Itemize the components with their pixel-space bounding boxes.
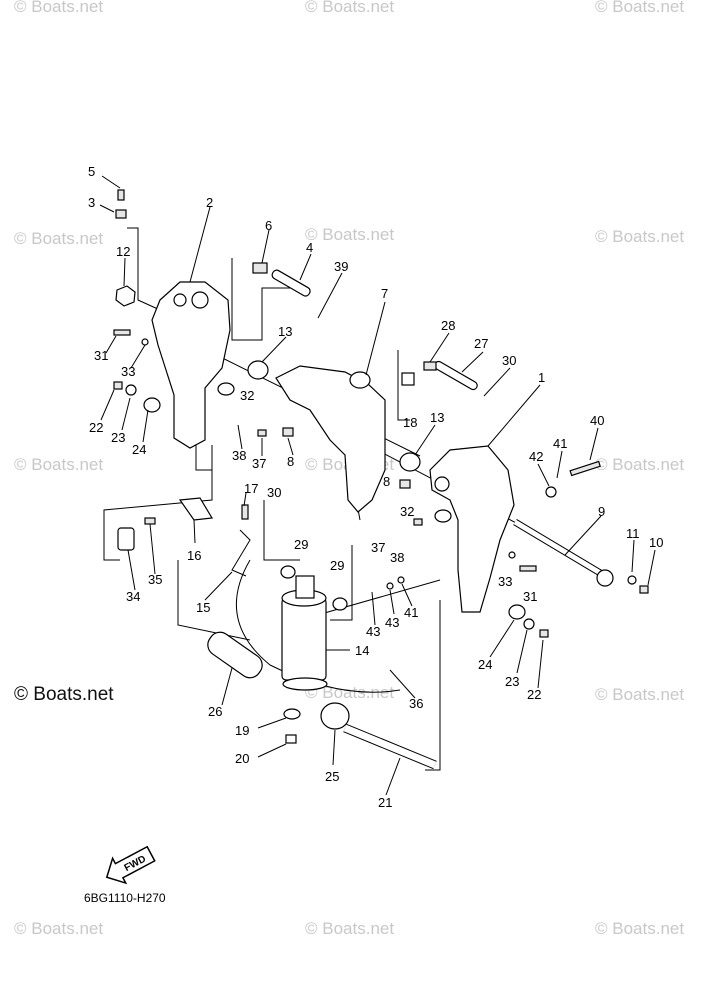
callout-19: 19 [235, 723, 249, 738]
callout-39: 39 [334, 259, 348, 274]
callout-33: 33 [121, 364, 135, 379]
callout-38b: 38 [390, 550, 404, 565]
callout-8: 8 [287, 454, 294, 469]
callout-24: 24 [132, 442, 146, 457]
callout-40: 40 [590, 413, 604, 428]
watermark: © Boats.net [305, 919, 394, 938]
callout-14: 14 [355, 643, 369, 658]
callout-41: 41 [553, 436, 567, 451]
watermark: © Boats.net [14, 0, 103, 16]
callout-13: 13 [278, 324, 292, 339]
callout-8b: 8 [383, 474, 390, 489]
callout-numbers: 5 3 2 12 6 4 39 31 33 13 7 28 27 30 1 22… [88, 164, 663, 810]
callout-13b: 13 [430, 410, 444, 425]
callout-22b: 22 [527, 687, 541, 702]
watermark: © Boats.net [595, 685, 684, 704]
callout-2: 2 [206, 195, 213, 210]
tilt-cylinder [281, 597, 327, 681]
watermark: © Boats.net [595, 227, 684, 246]
watermark: © Boats.net [595, 919, 684, 938]
watermark: © Boats.net [305, 0, 394, 16]
swivel-bracket [275, 365, 386, 513]
diagram-code: 6BG1110-H270 [84, 891, 166, 905]
callout-3: 3 [88, 195, 95, 210]
watermark: © Boats.net [305, 683, 394, 702]
callout-43b: 43 [385, 615, 399, 630]
callout-30b: 30 [267, 485, 281, 500]
callout-42: 42 [529, 449, 543, 464]
callout-25: 25 [325, 769, 339, 784]
callout-43: 43 [366, 624, 380, 639]
callout-27: 27 [474, 336, 488, 351]
callout-36: 36 [409, 696, 423, 711]
watermark: © Boats.net [14, 229, 103, 248]
callout-16: 16 [187, 548, 201, 563]
watermark: © Boats.net [305, 225, 394, 244]
callout-31b: 31 [523, 589, 537, 604]
watermark: © Boats.net [14, 455, 103, 474]
callout-22: 22 [89, 420, 103, 435]
callout-6: 6 [265, 218, 272, 233]
callout-15: 15 [196, 600, 210, 615]
callout-4: 4 [306, 240, 313, 255]
callout-7: 7 [381, 286, 388, 301]
callout-30: 30 [502, 353, 516, 368]
callout-24b: 24 [478, 657, 492, 672]
callout-23: 23 [111, 430, 125, 445]
callout-38: 38 [232, 448, 246, 463]
leader-lines [99, 175, 656, 796]
callout-35: 35 [148, 572, 162, 587]
watermark: © Boats.net [595, 0, 684, 16]
callout-41b: 41 [404, 605, 418, 620]
callout-32: 32 [240, 388, 254, 403]
callout-34: 34 [126, 589, 140, 604]
callout-33b: 33 [498, 574, 512, 589]
callout-9: 9 [598, 504, 605, 519]
callout-18: 18 [403, 415, 417, 430]
callout-29: 29 [294, 537, 308, 552]
callout-29b: 29 [330, 558, 344, 573]
callout-11: 11 [626, 526, 640, 541]
watermark: © Boats.net [595, 455, 684, 474]
callout-17: 17 [244, 481, 258, 496]
callout-31: 31 [94, 348, 108, 363]
callout-32b: 32 [400, 504, 414, 519]
callout-26: 26 [208, 704, 222, 719]
callout-10: 10 [649, 535, 663, 550]
callout-21: 21 [378, 795, 392, 810]
main-watermark: © Boats.net [14, 684, 114, 705]
callout-28: 28 [441, 318, 455, 333]
callout-1: 1 [538, 370, 545, 385]
callout-20: 20 [235, 751, 249, 766]
watermark: © Boats.net [14, 919, 103, 938]
callout-37: 37 [252, 456, 266, 471]
right-clamp-bracket [429, 445, 515, 613]
parts [113, 189, 649, 770]
left-clamp-bracket [151, 281, 231, 449]
callout-12: 12 [116, 244, 130, 259]
callout-37b: 37 [371, 540, 385, 555]
callout-5: 5 [88, 164, 95, 179]
fwd-arrow: FWD [105, 845, 156, 885]
callout-23b: 23 [505, 674, 519, 689]
